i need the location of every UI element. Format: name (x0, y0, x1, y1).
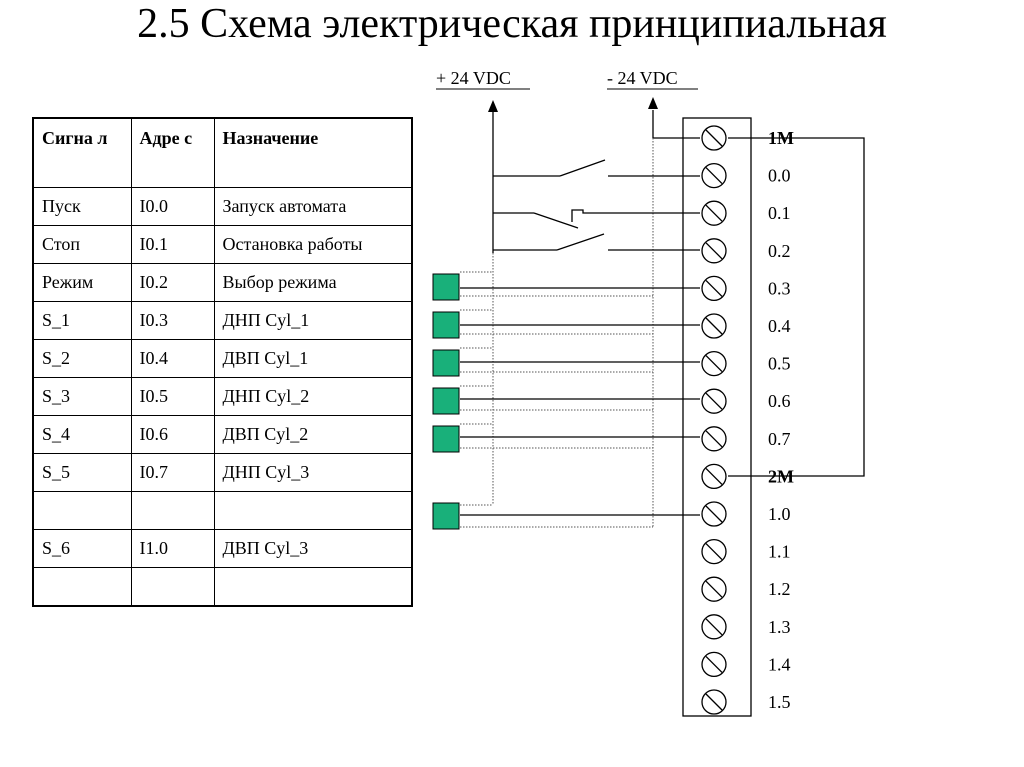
terminal-screw-icon (701, 313, 727, 339)
cell-address: I0.3 (130, 301, 215, 340)
minus-arrow-icon (648, 97, 658, 109)
terminal-screw-icon (701, 238, 727, 264)
terminal-screw-icon (701, 501, 727, 527)
page-title: 2.5 Схема электрическая принципиальная (137, 1, 887, 47)
cell-purpose: ДНП Cyl_1 (213, 301, 413, 340)
sensor-s3 (432, 349, 460, 377)
terminal-label: 1M (768, 128, 794, 148)
terminal-screw-icon (701, 388, 727, 414)
cell-signal: S_6 (32, 529, 132, 568)
terminal-block (682, 117, 752, 717)
cell-signal: Режим (32, 263, 132, 302)
table-row: S_2 I0.4 ДВП Cyl_1 (32, 339, 413, 378)
terminal-screw-icon (701, 614, 727, 640)
terminal-screw-icon (701, 426, 727, 452)
sensors (432, 273, 460, 530)
terminal-group: 1M 0.0 0.1 0.2 0.3 0.4 0.5 0.6 0.7 2M 1.0 1.1 1.2 1.3… (701, 125, 794, 715)
cell-signal (32, 567, 132, 607)
cell-signal: S_4 (32, 415, 132, 454)
cell-purpose (213, 567, 413, 607)
table-row (32, 491, 413, 530)
stop-button-contact (533, 209, 700, 229)
terminal-screw-icon (701, 125, 727, 151)
cell-address (130, 491, 215, 530)
sensor-s6 (432, 502, 460, 530)
terminal-label: 1.5 (768, 692, 791, 712)
cell-address: I0.4 (130, 339, 215, 378)
table-row: Стоп I0.1 Остановка работы (32, 225, 413, 264)
cell-address: I0.7 (130, 453, 215, 492)
table-row: Пуск I0.0 Запуск автомата (32, 187, 413, 226)
cell-signal (32, 491, 132, 530)
plus-arrow-icon (488, 100, 498, 112)
header-purpose: Назначение (213, 117, 413, 188)
terminal-label: 0.1 (768, 203, 791, 223)
terminal-screw-icon (701, 200, 727, 226)
terminal-screw-icon (701, 689, 727, 715)
table-row: S_4 I0.6 ДВП Cyl_2 (32, 415, 413, 454)
dotted-distribution-wires (460, 138, 654, 528)
terminal-screw-icon (701, 275, 727, 302)
cell-address: I0.6 (130, 415, 215, 454)
cell-address: I1.0 (130, 529, 215, 568)
minus-24vdc-label: - 24 VDC (607, 68, 678, 88)
common-bridge-wire (728, 137, 865, 477)
terminal-screw-icon (701, 651, 727, 678)
sensor-s1 (432, 273, 460, 301)
terminal-screw-icon (701, 463, 727, 490)
terminal-label: 1.3 (768, 617, 791, 637)
terminal-label: 0.7 (768, 429, 791, 449)
terminal-label: 1.1 (768, 542, 791, 562)
cell-signal: S_3 (32, 377, 132, 416)
sensor-s5 (432, 425, 460, 453)
terminal-label: 1.2 (768, 579, 791, 599)
cell-purpose: ДВП Cyl_2 (213, 415, 413, 454)
cell-signal: S_5 (32, 453, 132, 492)
sensor-s4 (432, 387, 460, 415)
terminal-label: 0.2 (768, 241, 791, 261)
mode-switch-contact (556, 233, 700, 251)
sensor-s2 (432, 311, 460, 339)
signal-table: Сигна л Адре с Назначение Пуск I0.0 Запу… (32, 117, 413, 607)
table-row: S_5 I0.7 ДНП Cyl_3 (32, 453, 413, 492)
start-button-contact (559, 159, 700, 177)
table-row: S_1 I0.3 ДНП Cyl_1 (32, 301, 413, 340)
cell-purpose: ДВП Cyl_3 (213, 529, 413, 568)
cell-purpose: ДНП Cyl_3 (213, 453, 413, 492)
terminal-label: 0.3 (768, 278, 791, 298)
cell-purpose: Остановка работы (213, 225, 413, 264)
minus-rail (652, 110, 700, 139)
terminal-label: 0.6 (768, 391, 791, 411)
table-row (32, 567, 413, 607)
cell-address (130, 567, 215, 607)
cell-purpose: ДНП Cyl_2 (213, 377, 413, 416)
cell-purpose: ДВП Cyl_1 (213, 339, 413, 378)
terminal-label: 0.4 (768, 316, 791, 336)
terminal-label: 2M (768, 466, 794, 486)
plus-rail (492, 110, 560, 253)
terminal-screw-icon (701, 538, 727, 565)
terminal-screw-icon (701, 576, 727, 602)
terminal-label: 0.5 (768, 354, 791, 374)
sensor-wires (460, 287, 700, 516)
terminal-label: 1.0 (768, 504, 791, 524)
table-row: Режим I0.2 Выбор режима (32, 263, 413, 302)
table-row: S_6 I1.0 ДВП Cyl_3 (32, 529, 413, 568)
plus-24vdc-label: + 24 VDC (436, 68, 511, 88)
cell-purpose: Запуск автомата (213, 187, 413, 226)
terminal-label: 0.0 (768, 166, 791, 186)
cell-purpose (213, 491, 413, 530)
terminal-screw-icon (701, 162, 727, 189)
terminal-screw-icon (701, 350, 727, 377)
terminal-label: 1.4 (768, 654, 791, 674)
